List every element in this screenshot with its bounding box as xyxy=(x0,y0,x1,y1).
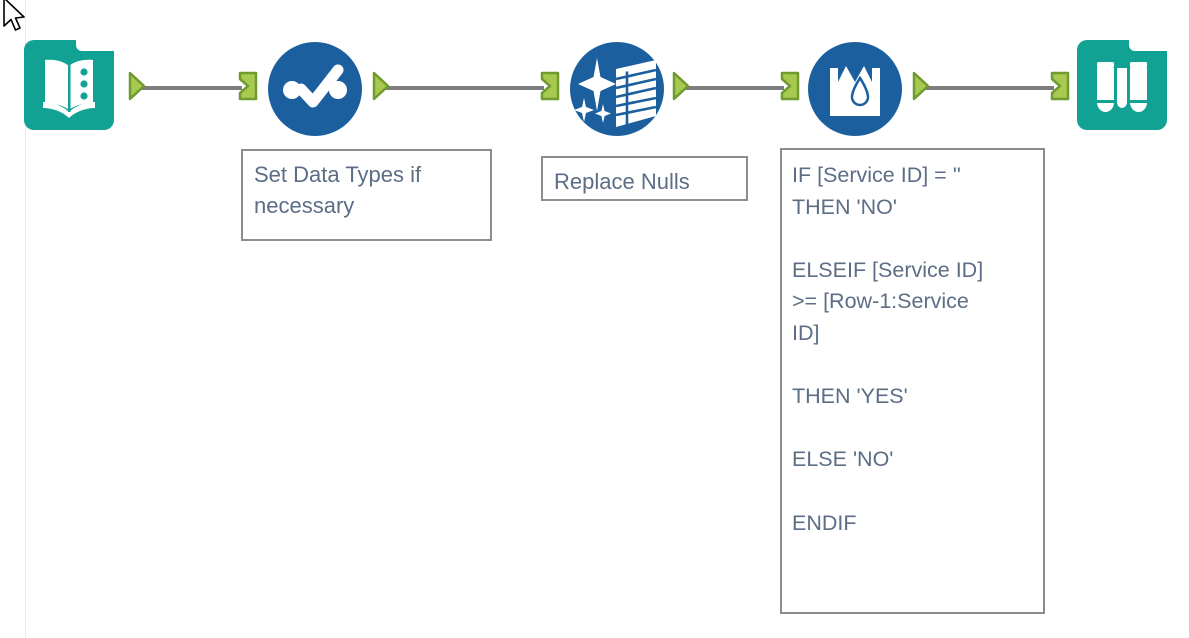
checkmark-select-icon xyxy=(283,64,347,108)
sparkle-grid-icon xyxy=(574,58,657,127)
comment-box-formula-expression[interactable]: IF [Service ID] = '' THEN 'NO' ELSEIF [S… xyxy=(780,148,1045,614)
connection-line-formula-to-browse[interactable] xyxy=(924,86,1054,90)
input-anchor-data-cleansing[interactable] xyxy=(540,71,560,101)
comment-box-replace-nulls[interactable]: Replace Nulls xyxy=(541,156,748,201)
water-droplet-icon xyxy=(830,66,880,116)
input-anchor-browse[interactable] xyxy=(1050,71,1070,101)
book-folder-icon xyxy=(43,59,95,118)
output-anchor-select[interactable] xyxy=(372,71,390,101)
tool-data-cleansing[interactable] xyxy=(570,42,664,136)
tool-input-data[interactable] xyxy=(24,40,114,130)
input-anchor-formula[interactable] xyxy=(780,71,800,101)
output-anchor-data-cleansing[interactable] xyxy=(672,71,690,101)
comment-box-set-data-types[interactable]: Set Data Types if necessary xyxy=(241,149,492,241)
tool-formula[interactable] xyxy=(808,42,902,136)
canvas-edge-rule xyxy=(25,0,26,638)
connection-line-cleansing-to-formula[interactable] xyxy=(684,86,784,90)
tool-browse[interactable] xyxy=(1077,40,1167,130)
input-anchor-select[interactable] xyxy=(238,71,258,101)
tool-select[interactable] xyxy=(268,42,362,136)
binoculars-folder-icon xyxy=(1097,62,1147,112)
output-anchor-formula[interactable] xyxy=(912,71,930,101)
connection-line-input-to-select[interactable] xyxy=(140,86,242,90)
output-anchor-input-data[interactable] xyxy=(128,71,146,101)
connection-line-select-to-cleansing[interactable] xyxy=(384,86,544,90)
